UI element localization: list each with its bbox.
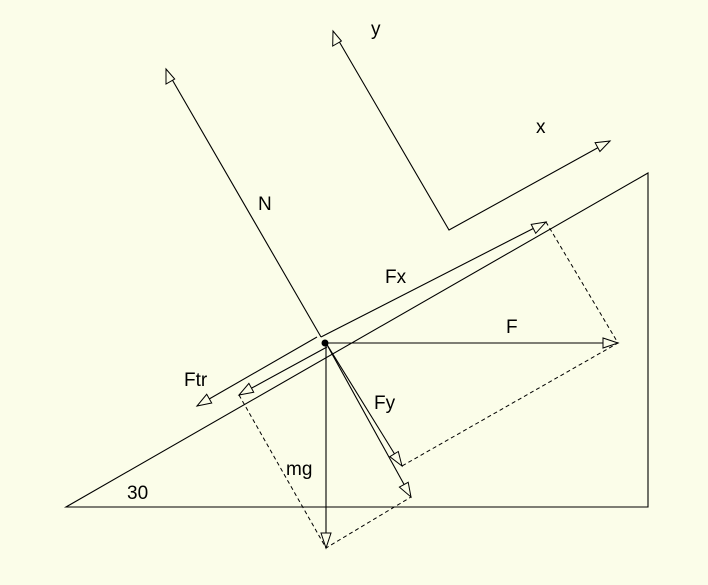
incline-component-arrowhead [237,382,255,396]
normal-force-line [165,68,322,338]
body-point [321,339,329,347]
fx-force-label: Fx [385,267,407,288]
normal-force-label: N [258,194,272,215]
fy-force-arrowhead [388,450,403,468]
normal-force-arrowhead [165,67,176,85]
y-axis-label: y [371,19,381,40]
coordinate-axes [332,30,611,231]
y-axis-arrowhead [332,29,343,47]
fx-force-line [320,221,547,338]
fy-force-label: Fy [374,393,396,414]
perpendicular-component-line [325,342,412,498]
x-axis-label: x [536,117,546,138]
applied-force-arrowhead [602,337,620,349]
fy-force-line [325,342,403,467]
mg-decomposition-dashes [238,394,412,549]
friction-force-label: Ftr [184,370,208,391]
gravity-force-label: mg [286,459,312,480]
incline-component-line [238,346,328,396]
x-axis-arrowhead [594,140,612,153]
applied-force-label: F [506,317,518,338]
gravity-force-arrowhead [320,532,332,550]
perpendicular-component-arrowhead [398,481,412,499]
f-decomposition-dashes [401,221,619,467]
incline-angle-label: 30 [127,483,148,504]
fx-force-arrowhead [530,221,548,235]
incline-triangle [63,172,649,508]
friction-force-arrowhead [195,393,213,407]
friction-force-line [196,336,318,407]
